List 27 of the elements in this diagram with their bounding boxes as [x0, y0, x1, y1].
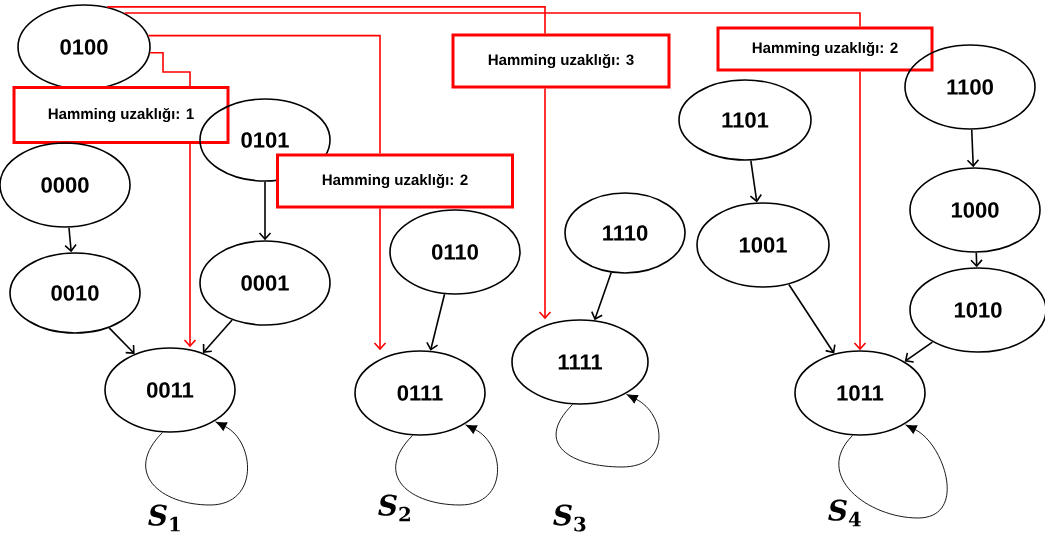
arrow — [749, 159, 763, 203]
arrow — [145, 421, 248, 506]
arrow — [590, 271, 612, 321]
arrow — [538, 87, 552, 320]
arrow — [853, 70, 867, 351]
arrow — [970, 252, 983, 268]
arrow — [202, 319, 233, 353]
callout-box: Hamming uzaklığı: 2 — [276, 153, 514, 209]
set-label: S$_{4}$ — [828, 499, 861, 527]
arrow — [426, 293, 446, 351]
callout-box: Hamming uzaklığı: 1 — [12, 86, 230, 144]
set-label: S$_{1}$ — [148, 504, 180, 532]
callout-box: Hamming uzaklığı: 3 — [451, 33, 671, 89]
arrow — [395, 424, 498, 506]
set-label: S$_{2}$ — [378, 494, 410, 522]
arrow — [966, 129, 980, 168]
arrow — [183, 143, 197, 348]
arrow — [258, 181, 272, 241]
set-label: S$_{3}$ — [553, 504, 586, 532]
callout-box: Hamming uzaklığı: 2 — [716, 26, 934, 72]
arrow — [64, 226, 77, 253]
arrow — [108, 327, 135, 354]
arrow — [373, 207, 387, 351]
arrow — [555, 394, 660, 468]
arrow — [838, 424, 948, 519]
arrow — [904, 341, 934, 363]
arrow — [788, 283, 836, 354]
